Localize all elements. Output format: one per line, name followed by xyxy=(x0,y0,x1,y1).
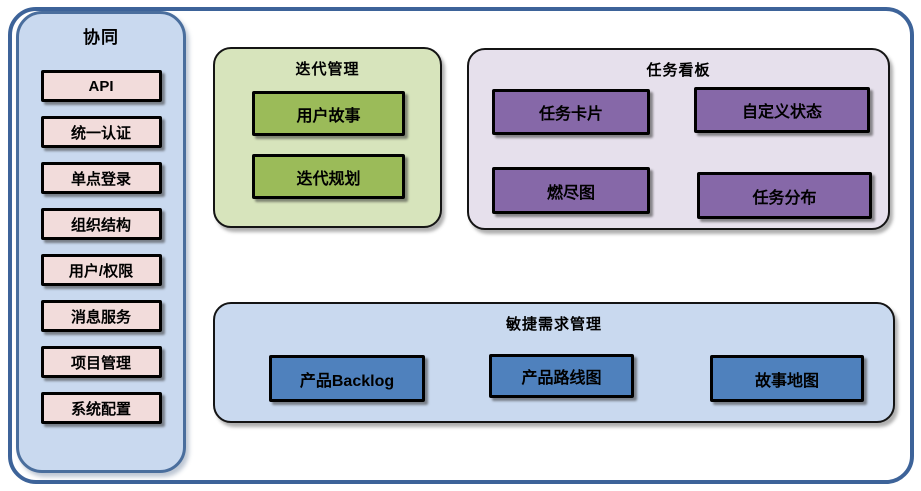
sidebar-item-message-service: 消息服务 xyxy=(40,300,162,332)
group-agile-requirements: 敏捷需求管理 产品Backlog 产品路线图 故事地图 xyxy=(213,302,895,423)
group-iteration-management: 迭代管理 用户故事 迭代规划 xyxy=(213,47,442,228)
sidebar-item-unified-auth: 统一认证 xyxy=(40,116,162,148)
item-product-roadmap: 产品路线图 xyxy=(489,354,634,398)
item-story-map: 故事地图 xyxy=(710,355,864,402)
sidebar-title: 协同 xyxy=(83,28,119,47)
sidebar-item-project-management: 项目管理 xyxy=(40,346,162,378)
item-burndown-chart: 燃尽图 xyxy=(492,167,650,214)
item-iteration-planning: 迭代规划 xyxy=(252,154,405,199)
item-task-distribution: 任务分布 xyxy=(697,172,872,219)
group-task-board: 任务看板 任务卡片 自定义状态 燃尽图 任务分布 xyxy=(467,48,890,230)
sidebar-collaboration: 协同 API 统一认证 单点登录 组织结构 用户/权限 消息服务 项目管理 系统… xyxy=(16,11,186,473)
group-iteration-title: 迭代管理 xyxy=(295,61,360,78)
sidebar-item-api: API xyxy=(40,70,162,102)
sidebar-item-list: API 统一认证 单点登录 组织结构 用户/权限 消息服务 项目管理 系统配置 xyxy=(40,70,162,424)
sidebar-item-org-structure: 组织结构 xyxy=(40,208,162,240)
sidebar-item-user-permissions: 用户/权限 xyxy=(40,254,162,286)
group-agile-title: 敏捷需求管理 xyxy=(505,316,602,333)
item-custom-status: 自定义状态 xyxy=(694,87,870,133)
item-user-story: 用户故事 xyxy=(252,91,405,136)
item-task-card: 任务卡片 xyxy=(492,89,650,135)
group-task-board-title: 任务看板 xyxy=(646,62,711,79)
sidebar-item-sso: 单点登录 xyxy=(40,162,162,194)
item-product-backlog: 产品Backlog xyxy=(269,355,425,402)
sidebar-item-system-config: 系统配置 xyxy=(40,392,162,424)
